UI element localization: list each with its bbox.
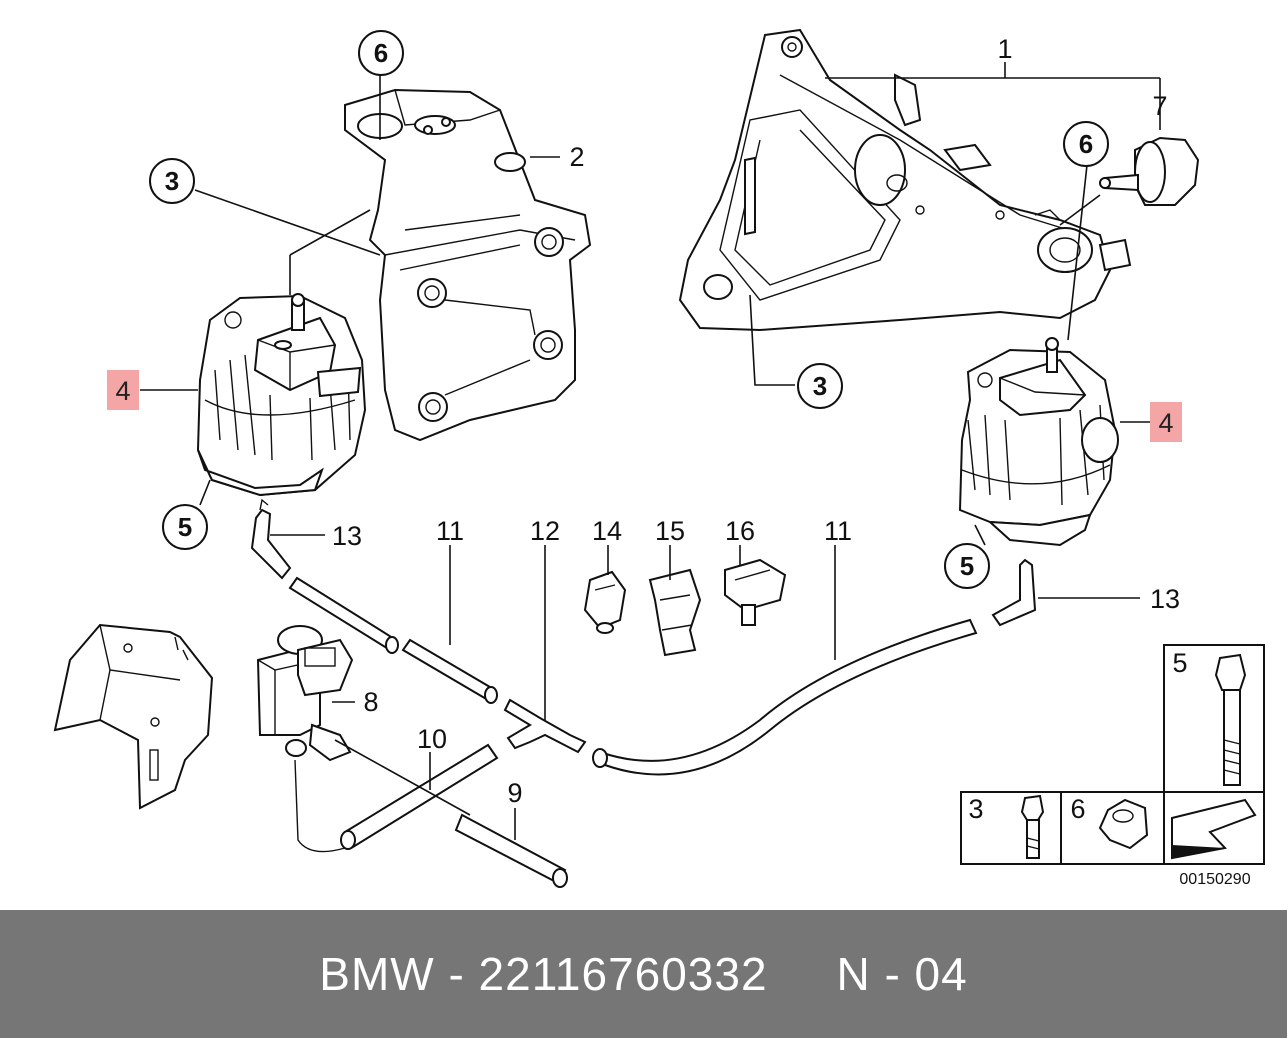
bolt-icon-5	[1214, 653, 1247, 786]
highlight-box-left	[107, 370, 139, 410]
highlighted-labels: 4 4	[107, 370, 1182, 442]
engine-bracket-left	[344, 88, 592, 442]
callout-3a: 3	[165, 166, 179, 196]
callout-6a: 6	[374, 38, 388, 68]
solenoid-valve	[256, 625, 354, 762]
callout-3b: 3	[813, 371, 827, 401]
label-1: 1	[997, 34, 1012, 64]
legend-box: 5 3 6	[960, 644, 1265, 865]
clip-14	[583, 570, 627, 634]
callout-5a: 5	[178, 512, 192, 542]
footer-bar: BMW - 22116760332 N - 04	[0, 910, 1287, 1038]
label-4a: 4	[115, 376, 130, 406]
nut-icon-6	[1098, 798, 1149, 850]
label-8: 8	[363, 687, 378, 717]
engine-mount-right	[958, 337, 1119, 547]
leader-lines	[140, 62, 1161, 840]
drawing-code: 00150290	[1179, 871, 1250, 888]
label-10: 10	[417, 724, 447, 754]
label-13a: 13	[332, 521, 362, 551]
callout-5b: 5	[960, 551, 974, 581]
label-4b: 4	[1158, 408, 1173, 438]
label-2: 2	[569, 142, 584, 172]
arrow-icon	[1171, 798, 1257, 860]
legend-label-6: 6	[1070, 794, 1085, 824]
engine-mount-left	[196, 293, 367, 497]
label-14: 14	[592, 516, 622, 546]
bolt-icon-3	[1020, 794, 1045, 859]
heat-shield	[53, 623, 214, 810]
label-13b: 13	[1150, 584, 1180, 614]
clip-15	[648, 568, 702, 657]
rubber-buffer-7	[1099, 136, 1200, 206]
label-11b: 11	[824, 516, 852, 546]
callout-circles: 6 3 6 3 5 5	[149, 30, 1109, 589]
callout-6b: 6	[1079, 129, 1093, 159]
label-12: 12	[530, 516, 560, 546]
legend-label-3: 3	[968, 794, 983, 824]
label-9: 9	[507, 778, 522, 808]
engine-support-arm-right	[678, 28, 1132, 332]
part-labels: 1 2 7 13 13 11 12 14 15 16 11 8 10 9	[332, 34, 1180, 808]
highlight-box-right	[1150, 402, 1182, 442]
label-16: 16	[725, 516, 755, 546]
label-7: 7	[1152, 91, 1167, 121]
footer-part-number: BMW - 22116760332 N - 04	[319, 948, 968, 1000]
clip-16	[724, 558, 787, 626]
vacuum-hoses	[250, 498, 1037, 888]
legend-label-5: 5	[1172, 648, 1187, 678]
exploded-parts-diagram: 6 3 6 3 5 5 1 2 7 13 13 11 12 14 15 16 1…	[53, 28, 1265, 888]
label-11a: 11	[436, 516, 464, 546]
label-15: 15	[655, 516, 685, 546]
